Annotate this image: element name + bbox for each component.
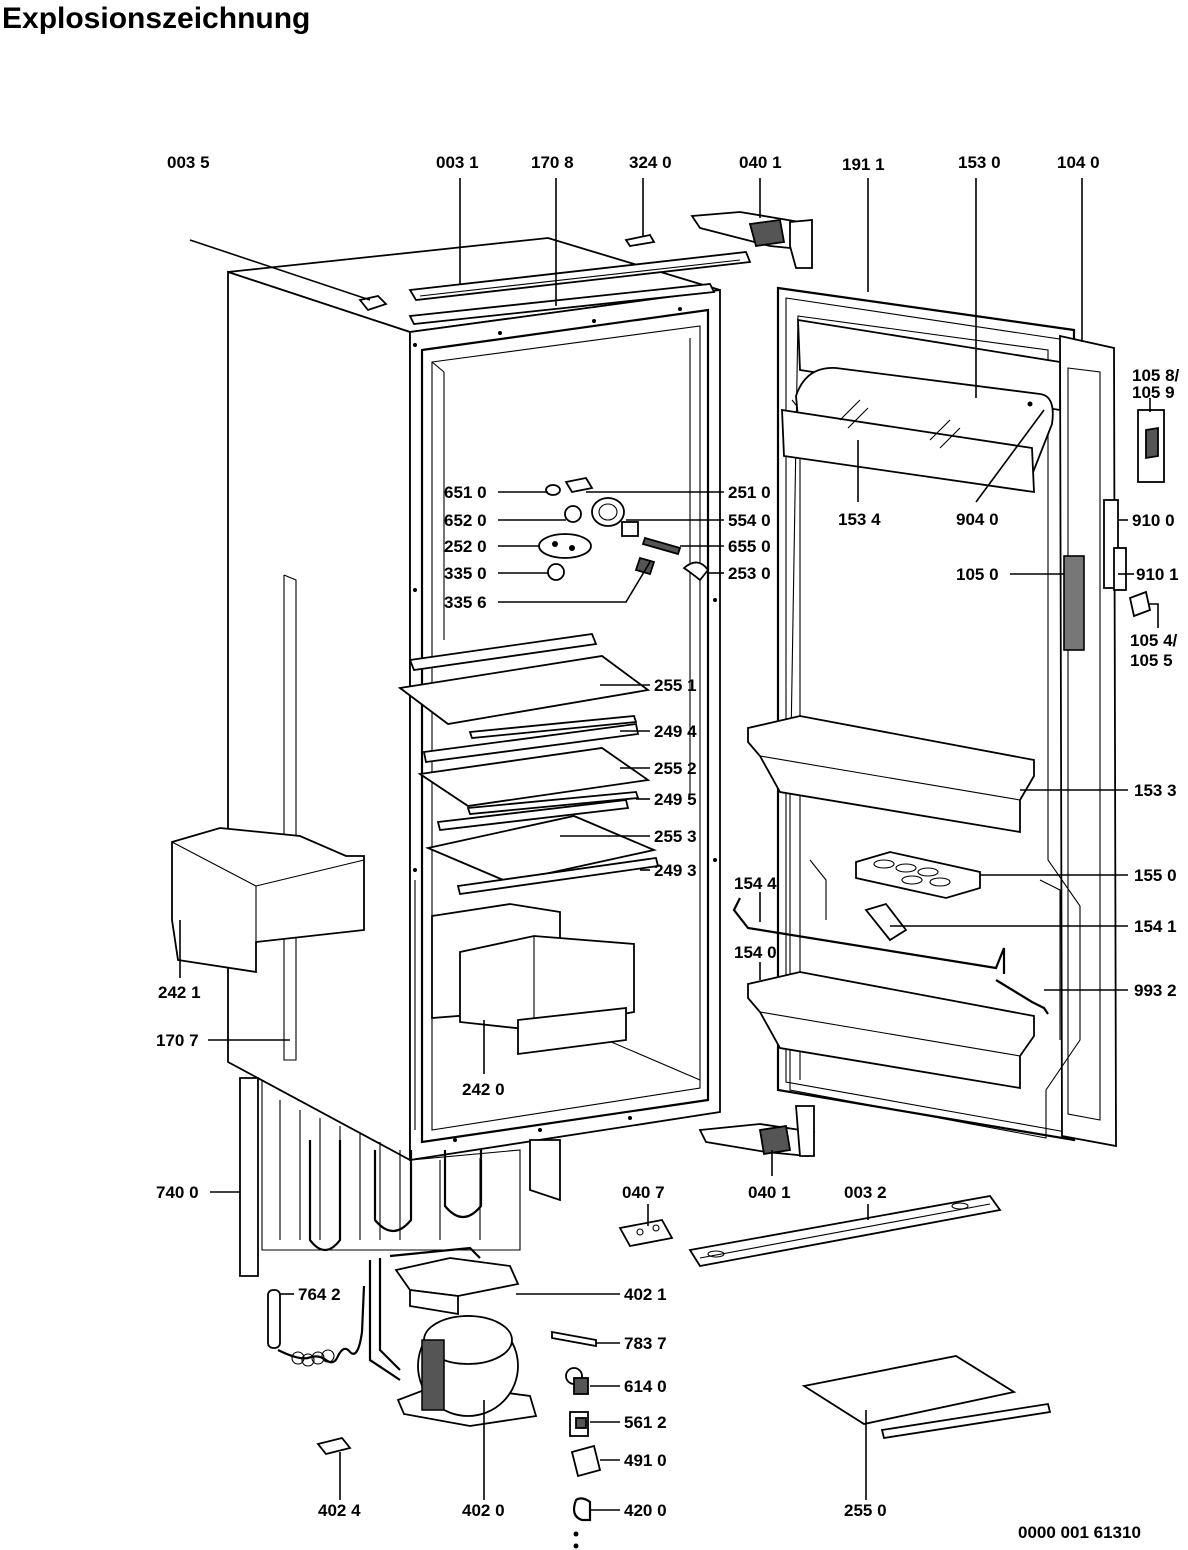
label-1708: 170 8 bbox=[531, 153, 574, 172]
label-2495: 249 5 bbox=[654, 790, 697, 809]
label-2552: 255 2 bbox=[654, 759, 697, 778]
label-1911: 191 1 bbox=[842, 155, 885, 174]
part-number-labels: 003 5 003 1 170 8 324 0 040 1 191 1 153 … bbox=[156, 153, 1180, 1542]
filter-drier-icon bbox=[267, 1285, 366, 1367]
label-1054: 105 4/ bbox=[1130, 631, 1178, 650]
page-title: Explosionszeichnung bbox=[2, 2, 310, 35]
condenser-coil-icon bbox=[239, 1077, 561, 1277]
label-3240: 324 0 bbox=[629, 153, 672, 172]
label-6140: 614 0 bbox=[624, 1377, 667, 1396]
fridge-door-icon bbox=[776, 286, 1117, 1148]
label-1534: 153 4 bbox=[838, 510, 881, 529]
compressor-icon bbox=[368, 1246, 538, 1427]
label-1550: 155 0 bbox=[1134, 866, 1177, 885]
electrical-parts-icon bbox=[316, 1330, 602, 1549]
label-0032: 003 2 bbox=[844, 1183, 887, 1202]
label-2421: 242 1 bbox=[158, 983, 201, 1002]
label-2510: 251 0 bbox=[728, 483, 771, 502]
label-4024: 402 4 bbox=[318, 1501, 361, 1520]
label-4021: 402 1 bbox=[624, 1285, 667, 1304]
label-1544: 154 4 bbox=[734, 874, 777, 893]
label-9100: 910 0 bbox=[1132, 511, 1175, 530]
label-4200: 420 0 bbox=[624, 1501, 667, 1520]
label-0031: 003 1 bbox=[436, 153, 479, 172]
label-1055: 105 5 bbox=[1130, 651, 1173, 670]
label-5612: 561 2 bbox=[624, 1413, 667, 1432]
label-2553: 255 3 bbox=[654, 827, 697, 846]
drawing-number: 0000 001 61310 bbox=[1018, 1523, 1141, 1542]
label-2420: 242 0 bbox=[462, 1080, 505, 1099]
label-7400: 740 0 bbox=[156, 1183, 199, 1202]
glass-plate-icon bbox=[801, 1355, 1052, 1440]
label-0035: 003 5 bbox=[167, 153, 210, 172]
label-1050: 105 0 bbox=[956, 565, 999, 584]
label-3350: 335 0 bbox=[444, 564, 487, 583]
label-4020: 402 0 bbox=[462, 1501, 505, 1520]
label-1040: 104 0 bbox=[1057, 153, 1100, 172]
thermostat-assembly-icon bbox=[538, 476, 710, 582]
label-6510: 651 0 bbox=[444, 483, 487, 502]
label-0401-bottom: 040 1 bbox=[748, 1183, 791, 1202]
label-0401-top: 040 1 bbox=[739, 153, 782, 172]
label-1707: 170 7 bbox=[156, 1031, 199, 1050]
label-0407: 040 7 bbox=[622, 1183, 665, 1202]
label-2520: 252 0 bbox=[444, 537, 487, 556]
label-9932: 993 2 bbox=[1134, 981, 1177, 1000]
label-1530: 153 0 bbox=[958, 153, 1001, 172]
leader-lines bbox=[179, 178, 1159, 1511]
door-shelves-icon bbox=[732, 715, 1049, 1090]
label-1058: 105 8/ bbox=[1132, 366, 1180, 385]
label-7837: 783 7 bbox=[624, 1334, 667, 1353]
label-3356: 335 6 bbox=[444, 593, 487, 612]
label-2551: 255 1 bbox=[654, 676, 697, 695]
label-2494: 249 4 bbox=[654, 722, 697, 741]
bottom-cover-parts bbox=[618, 1105, 1002, 1267]
label-1541: 154 1 bbox=[1134, 917, 1177, 936]
glass-shelves-icon bbox=[397, 633, 660, 896]
top-rail-parts bbox=[408, 233, 752, 325]
label-7642: 764 2 bbox=[298, 1285, 341, 1304]
label-1533: 153 3 bbox=[1134, 781, 1177, 800]
label-2493: 249 3 bbox=[654, 861, 697, 880]
label-5540: 554 0 bbox=[728, 511, 771, 530]
label-2550: 255 0 bbox=[844, 1501, 887, 1520]
door-hinge-parts-icon bbox=[1103, 409, 1165, 618]
label-1540: 154 0 bbox=[734, 943, 777, 962]
crisper-drawer-icon bbox=[171, 827, 635, 1056]
label-6520: 652 0 bbox=[444, 511, 487, 530]
label-4910: 491 0 bbox=[624, 1451, 667, 1470]
label-9040: 904 0 bbox=[956, 510, 999, 529]
hinge-top-icon bbox=[690, 211, 813, 269]
label-1059: 105 9 bbox=[1132, 383, 1175, 402]
label-6550: 655 0 bbox=[728, 537, 771, 556]
label-9101: 910 1 bbox=[1136, 565, 1179, 584]
butter-compartment-icon bbox=[781, 318, 1061, 494]
label-2530: 253 0 bbox=[728, 564, 771, 583]
